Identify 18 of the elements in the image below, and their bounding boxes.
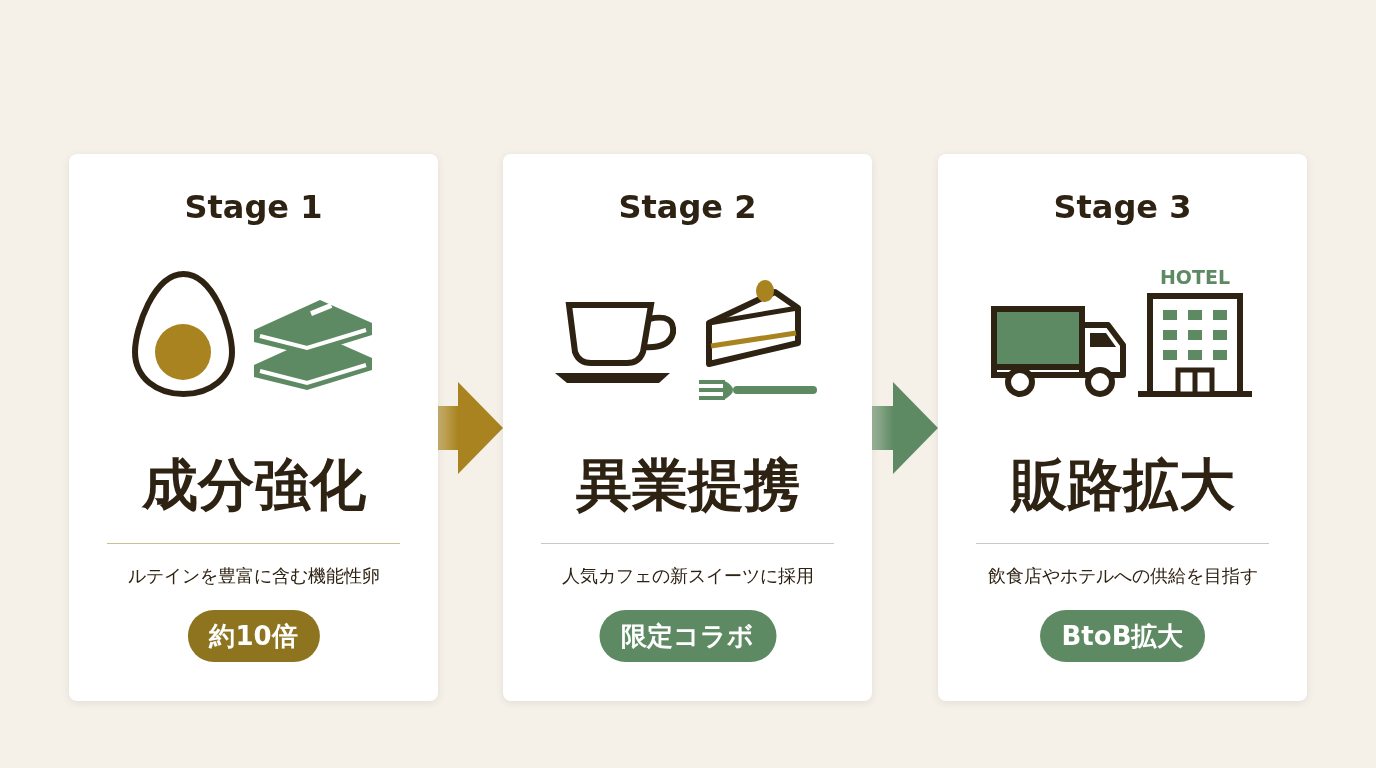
card-heading: 成分強化: [141, 453, 366, 518]
stage-label: Stage 3: [1053, 188, 1192, 226]
arrow: [872, 382, 938, 474]
stage-card: [938, 154, 1307, 701]
highlight-tag: 限定コラボ: [599, 610, 776, 662]
highlight-tag: 約10倍: [187, 610, 320, 662]
stage-card: [69, 154, 438, 701]
card-description: 人気カフェの新スイーツに採用: [561, 564, 814, 588]
arrow: [438, 382, 503, 474]
card-description: ルテインを豊富に含む機能性卵: [127, 564, 380, 588]
stage-card: [503, 154, 872, 701]
card-heading: 販路拡大: [1010, 453, 1235, 518]
stage-label: Stage 2: [618, 188, 757, 226]
stage-label: Stage 1: [184, 188, 323, 226]
highlight-tag: BtoB拡大: [1039, 610, 1206, 662]
card-description: 飲食店やホテルへの供給を目指す: [987, 564, 1258, 588]
sign-text: HOTEL: [1158, 266, 1232, 288]
card-heading: 異業提携: [575, 453, 800, 518]
